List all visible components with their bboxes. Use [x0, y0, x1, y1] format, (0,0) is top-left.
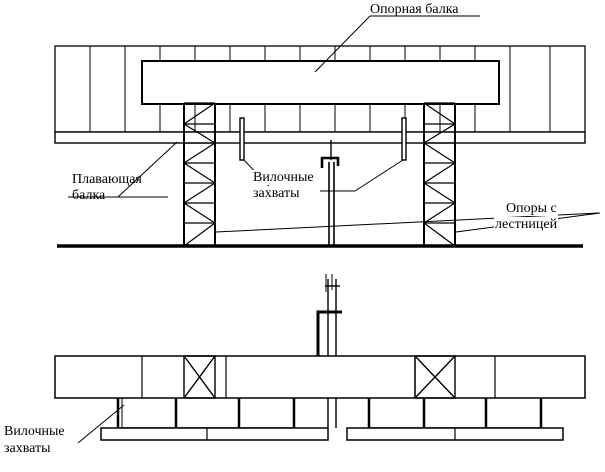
x-brace-left	[183, 355, 216, 399]
label-forks-top-line1: Вилочные	[252, 170, 315, 185]
leader-forks-right	[354, 159, 404, 192]
fork-grip-left	[239, 117, 245, 161]
label-supports-line1: Опоры с	[505, 201, 558, 216]
label-forks-bottom-line1: Вилочные	[4, 424, 65, 439]
label-floating-beam-line2: балка	[72, 188, 106, 203]
label-floating-beam-line1: Плавающая	[72, 172, 142, 187]
floating-beam	[54, 131, 586, 144]
label-support-beam: Опорная балка	[370, 2, 459, 17]
fork-assembly-left	[100, 398, 329, 441]
mast	[316, 274, 342, 428]
x-brace-right	[414, 355, 456, 399]
bottom-view	[54, 274, 586, 444]
support-beam	[141, 60, 500, 105]
left-support-tower	[183, 102, 216, 247]
top-view	[54, 15, 601, 248]
label-forks-bottom-line2: захваты	[4, 441, 51, 456]
leader-floating-beam	[117, 141, 178, 198]
right-support-tower	[423, 102, 456, 247]
fork-assembly-right	[346, 398, 564, 441]
fork-grip-right	[401, 117, 407, 161]
leader-supports-left	[215, 212, 600, 233]
label-forks-top-line2: захваты	[252, 186, 301, 201]
leader-forks-bottom	[77, 404, 125, 444]
bottom-beam	[54, 355, 586, 399]
central-post	[320, 140, 340, 246]
leader-support-beam	[314, 15, 371, 73]
label-supports-line2: лестницей	[494, 217, 559, 232]
